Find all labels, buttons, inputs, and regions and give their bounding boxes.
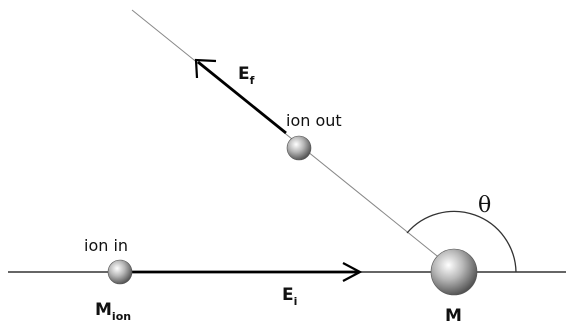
initial-energy-arrowhead [342,262,363,282]
final-energy-arrow [197,60,287,135]
scattering-angle-label: θ [478,193,491,218]
outgoing-ion-sphere [286,135,312,161]
ion-out-label: ion out [286,111,342,130]
final-energy-arrowhead [194,58,217,79]
angle-arc [406,210,517,273]
initial-energy-label: Ei [282,285,297,308]
ion-mass-label: Mion [95,300,131,323]
target-nucleus-sphere [430,248,478,296]
target-mass-label: M [445,306,462,326]
incoming-ion-sphere [107,259,133,285]
ion-in-label: ion in [84,236,128,255]
final-energy-label: Ef [238,64,255,87]
